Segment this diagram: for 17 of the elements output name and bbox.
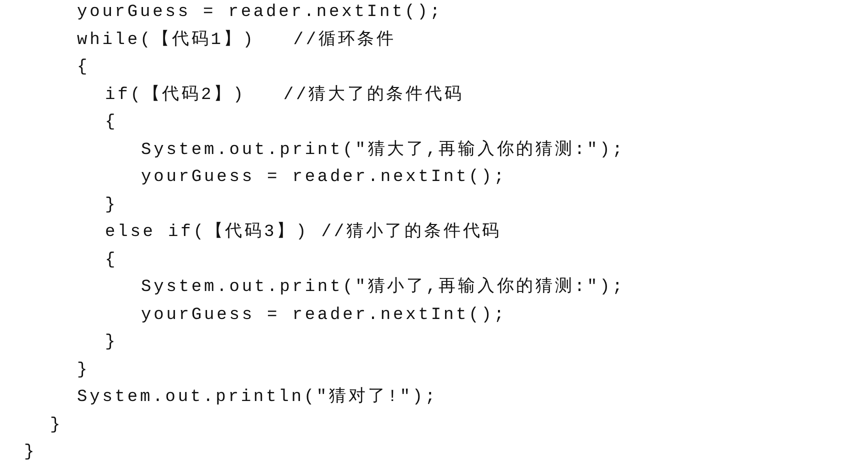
code-line: { (77, 58, 90, 78)
code-line: else if(【代码3】) //猜小了的条件代码 (105, 223, 502, 243)
code-line: } (50, 416, 63, 436)
code-line: System.out.print("猜大了,再输入你的猜测:"); (141, 140, 625, 160)
code-line: yourGuess = reader.nextInt(); (141, 168, 506, 188)
code-line: System.out.println("猜对了!"); (77, 388, 438, 408)
code-line: System.out.print("猜小了,再输入你的猜测:"); (141, 278, 625, 298)
code-line: } (24, 443, 37, 462)
code-line: if(【代码2】) //猜大了的条件代码 (105, 86, 464, 106)
code-line: { (105, 113, 118, 133)
code-line: } (77, 360, 90, 380)
code-line: yourGuess = reader.nextInt(); (141, 306, 506, 326)
code-line: yourGuess = reader.nextInt(); (77, 3, 442, 23)
code-line: while(【代码1】) //循环条件 (77, 30, 396, 50)
code-line: } (105, 333, 118, 353)
code-line: } (105, 196, 118, 216)
code-line: { (105, 250, 118, 270)
